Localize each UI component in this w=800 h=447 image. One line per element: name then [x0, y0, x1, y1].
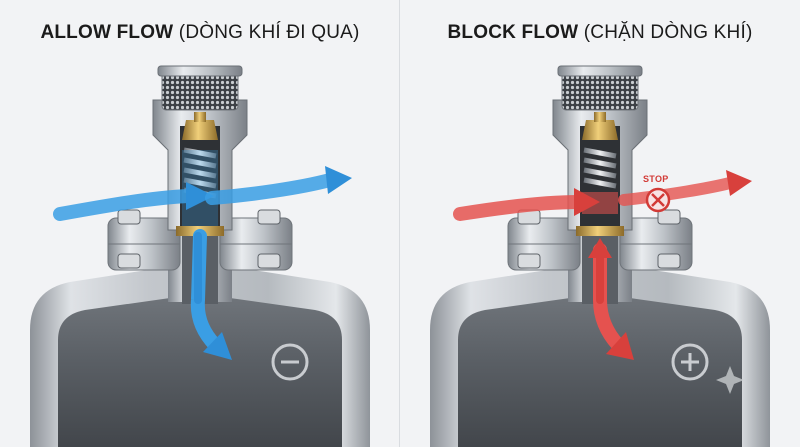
brass-poppet	[182, 120, 218, 140]
panel-divider	[399, 0, 400, 447]
block-flow-panel: BLOCK FLOW (CHẶN DÒNG KHÍ) STOP	[400, 0, 800, 447]
plus-circle-icon	[671, 343, 709, 381]
allow-flow-panel: ALLOW FLOW (DÒNG KHÍ ĐI QUA)	[0, 22, 400, 447]
allow-flow-valve-illustration	[30, 65, 370, 447]
block-flow-arrows	[453, 170, 752, 360]
allow-flow-title: ALLOW FLOW (DÒNG KHÍ ĐI QUA)	[0, 22, 400, 44]
flange-bolts	[117, 209, 281, 269]
cross-circle-icon	[645, 187, 671, 213]
flange-bolts	[517, 209, 681, 269]
block-flow-title: BLOCK FLOW (CHẶN DÒNG KHÍ)	[400, 22, 800, 44]
valve-spring	[583, 147, 617, 189]
tank-interior	[58, 298, 342, 447]
minus-circle-icon	[271, 343, 309, 381]
allow-flow-arrows	[53, 166, 352, 360]
stop-label: STOP	[643, 174, 669, 184]
brass-poppet	[582, 120, 618, 140]
block-flow-valve-illustration	[430, 65, 770, 447]
mesh-cap	[161, 71, 239, 111]
tank-interior	[458, 298, 742, 447]
block-flow-title-bold: BLOCK FLOW	[447, 22, 579, 43]
mesh-cap	[561, 71, 639, 111]
block-flow-title-subtitle: (CHẶN DÒNG KHÍ)	[583, 22, 753, 43]
valve-seat	[576, 226, 624, 236]
sparkle-icon	[716, 366, 744, 394]
allow-flow-title-subtitle: (DÒNG KHÍ ĐI QUA)	[178, 22, 360, 43]
allow-flow-title-bold: ALLOW FLOW	[40, 22, 174, 43]
